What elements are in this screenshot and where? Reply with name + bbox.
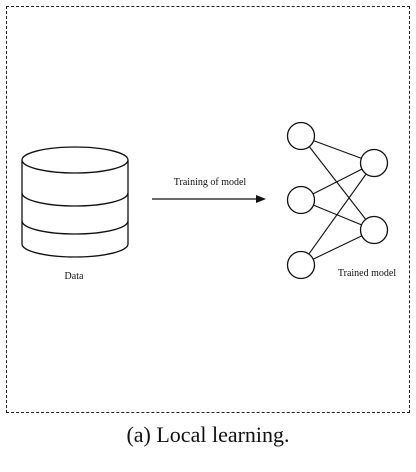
input-node-3 xyxy=(286,250,316,280)
database-icon xyxy=(21,146,129,258)
database-label: Data xyxy=(64,271,84,282)
trained-model-network xyxy=(286,121,389,280)
output-node-1 xyxy=(359,148,389,178)
figure-caption: (a) Local learning. xyxy=(126,422,290,447)
training-arrow xyxy=(152,195,266,203)
input-node-1 xyxy=(286,121,316,151)
input-node-2 xyxy=(286,185,316,215)
output-node-2 xyxy=(359,215,389,245)
arrow-label: Training of model xyxy=(173,177,247,188)
figure-frame xyxy=(6,6,410,413)
model-label: Trained model xyxy=(337,268,397,279)
